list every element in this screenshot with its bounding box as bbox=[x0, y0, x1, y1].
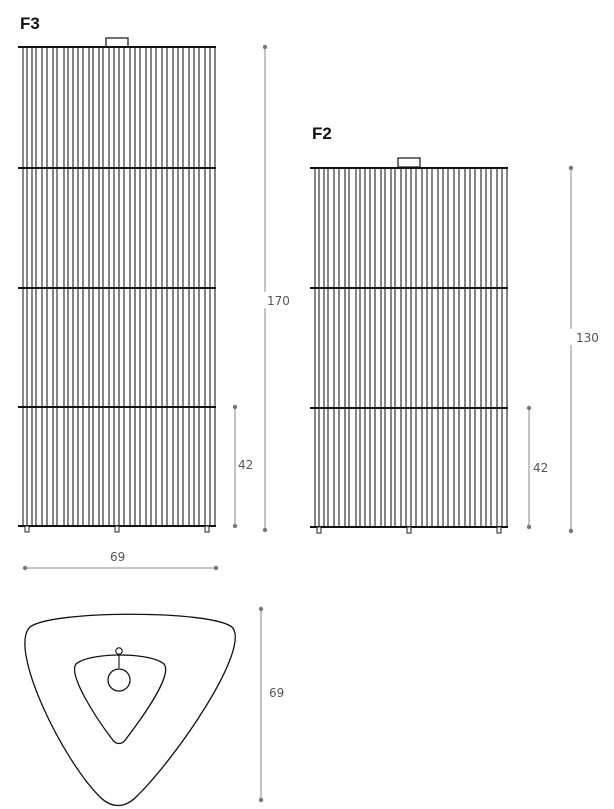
f3-unit: F3 170 42 bbox=[18, 14, 294, 571]
f3-width-dimension: 69 bbox=[22, 550, 219, 571]
f2-foot-middle bbox=[406, 526, 412, 534]
top-view-outer-shape bbox=[24, 613, 236, 807]
f3-label: F3 bbox=[20, 14, 40, 33]
top-view-inner-shape bbox=[73, 654, 167, 745]
f2-foot-left bbox=[316, 526, 322, 534]
top-view-handle-pin bbox=[115, 647, 123, 655]
f2-height-dimension: 130 bbox=[568, 165, 604, 534]
f2-lower-dimension: 42 bbox=[526, 405, 548, 530]
f3-height-dimension: 170 bbox=[262, 44, 294, 533]
f3-handle bbox=[105, 37, 129, 48]
f3-width-value: 69 bbox=[110, 550, 125, 564]
f3-foot-middle bbox=[114, 525, 120, 533]
f2-foot-right bbox=[496, 526, 502, 534]
f2-unit: F2 130 42 bbox=[310, 124, 604, 534]
f3-height-value: 170 bbox=[267, 294, 290, 308]
top-view-depth-dimension: 69 bbox=[258, 606, 284, 803]
f3-wires bbox=[22, 47, 216, 526]
f2-wires bbox=[314, 168, 508, 527]
f2-label: F2 bbox=[312, 124, 332, 143]
f3-foot-left bbox=[24, 525, 30, 533]
top-view: 69 bbox=[24, 606, 284, 807]
f2-handle bbox=[397, 157, 421, 168]
top-view-handle-knob bbox=[107, 668, 131, 692]
top-view-depth-value: 69 bbox=[269, 686, 284, 700]
f3-foot-right bbox=[204, 525, 210, 533]
f2-lower-value: 42 bbox=[533, 461, 548, 475]
f3-lower-value: 42 bbox=[238, 458, 253, 472]
f2-height-value: 130 bbox=[576, 331, 599, 345]
f3-lower-dimension: 42 bbox=[232, 404, 253, 529]
